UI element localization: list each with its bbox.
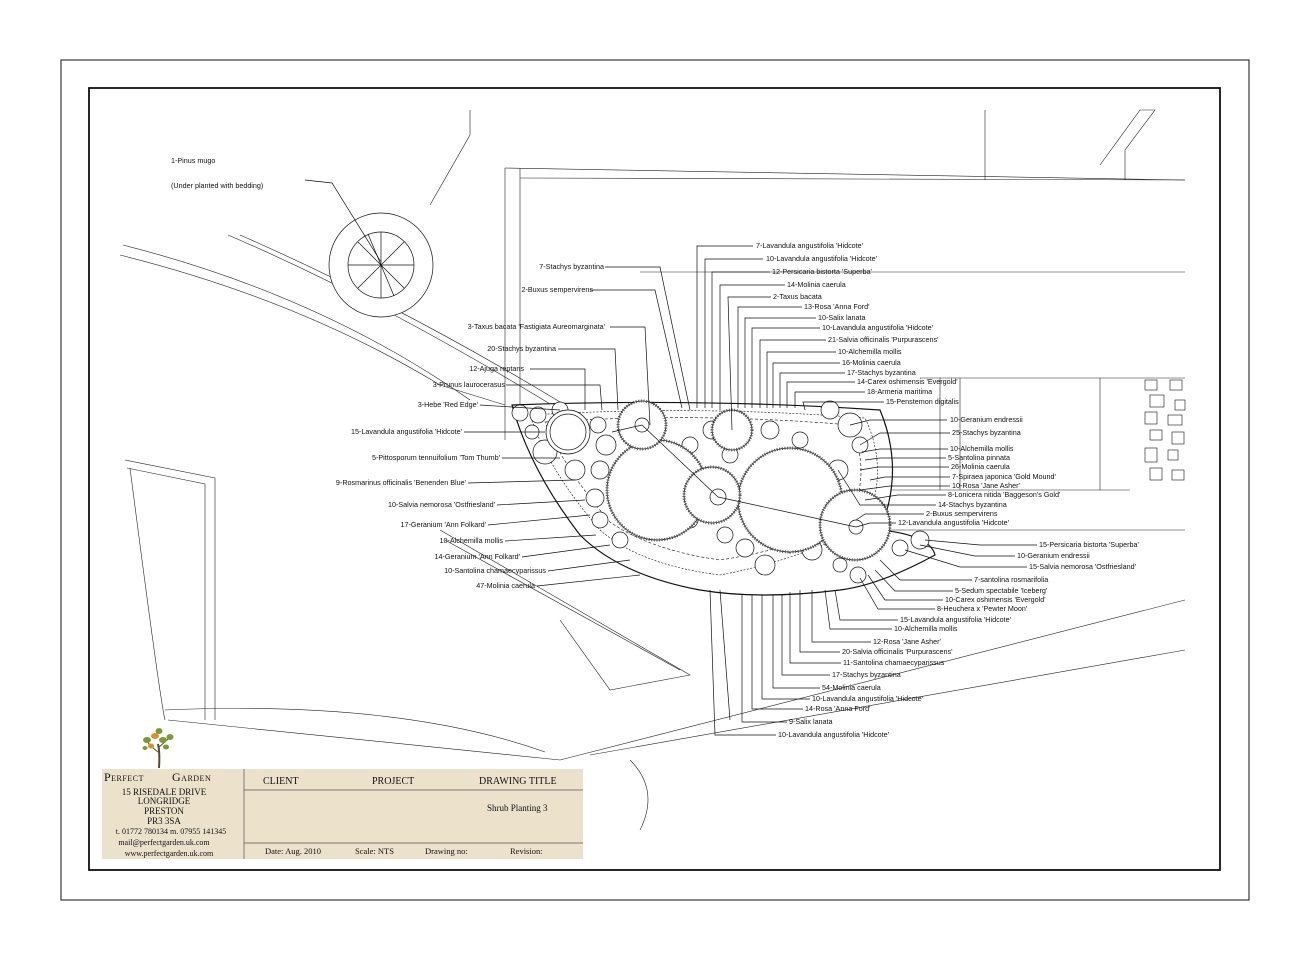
client-heading: CLIENT bbox=[263, 776, 299, 787]
website-text: www.perfectgarden.uk.com bbox=[125, 849, 214, 858]
label: 12-Ajuga reptans bbox=[469, 364, 524, 373]
company-name-first: Perfect bbox=[104, 770, 144, 784]
label: 8-Heuchera x 'Pewter Moon' bbox=[937, 604, 1028, 613]
label: 2-Buxus sempervirens bbox=[521, 285, 593, 294]
label: 12-Rosa 'Jane Asher' bbox=[873, 637, 941, 646]
label: 9-Rosmarinus officinalis 'Benenden Blue' bbox=[336, 478, 467, 487]
scale-field: Scale: NTS bbox=[355, 846, 394, 856]
title-block: Perfect Garden 15 RISEDALE DRIVE LONGRID… bbox=[102, 728, 583, 859]
project-heading: PROJECT bbox=[372, 776, 414, 787]
label: 10-Geranium endressii bbox=[950, 415, 1023, 424]
paving-stones bbox=[1144, 379, 1186, 481]
label: 10-Salvia nemorosa 'Ostfriesland' bbox=[388, 500, 496, 509]
address-line: LONGRIDGE bbox=[138, 796, 191, 806]
label: 17-Stachys byzantina bbox=[847, 368, 916, 377]
date-field: Date: Aug. 2010 bbox=[265, 846, 321, 856]
label: 14-Carex oshimensis 'Evergold' bbox=[857, 377, 958, 386]
label: 13-Rosa 'Anna Ford' bbox=[804, 302, 870, 311]
label: 15-Salvia nemorosa 'Ostfriesland' bbox=[1029, 562, 1137, 571]
tree-logo-icon bbox=[142, 728, 174, 769]
plant-labels: 1-Pinus mugo (Under planted with bedding… bbox=[171, 156, 1139, 739]
planting-bed bbox=[511, 399, 936, 596]
label: 10-Lavandula angustifolia 'Hidcote' bbox=[778, 730, 890, 739]
inner-frame bbox=[88, 87, 1221, 871]
label: 21-Salvia officinalis 'Purpurascens' bbox=[828, 335, 939, 344]
label: 10-Alchemilla mollis bbox=[838, 347, 902, 356]
label: 7-santolina rosmarifolia bbox=[974, 575, 1048, 584]
label: 10-Salix lanata bbox=[818, 313, 866, 322]
label: 3-Prunus laurocerasus bbox=[433, 380, 506, 389]
label: 3-Hebe 'Red Edge' bbox=[418, 400, 479, 409]
label: (Under planted with bedding) bbox=[171, 181, 263, 190]
label: 10-Lavandula angustifolia 'Hidcote' bbox=[766, 254, 878, 263]
phone-text: t. 01772 780134 m. 07955 141345 bbox=[116, 827, 226, 836]
label: 2-Buxus sempervirens bbox=[926, 509, 998, 518]
label: 2-Taxus bacata bbox=[773, 292, 822, 301]
label: 14-Molinia caerula bbox=[787, 280, 846, 289]
label: 10-Santolina chamaecyparissus bbox=[444, 566, 546, 575]
label: 15-Persicaria bistorta 'Superba' bbox=[1039, 540, 1139, 549]
label: 7-Lavandula angustifolia 'Hidcote' bbox=[756, 241, 864, 250]
label: 10-Alchemilla mollis bbox=[439, 536, 503, 545]
outer-frame bbox=[60, 59, 1250, 901]
label: 16-Molinia caerula bbox=[842, 358, 901, 367]
label: 25-Stachys byzantina bbox=[952, 428, 1021, 437]
label: 5-Sedum spectabile 'Iceberg' bbox=[955, 586, 1048, 595]
revision-field: Revision: bbox=[510, 846, 543, 856]
label: 18-Armeria maritima bbox=[867, 387, 932, 396]
label: 8-Lonicera nitida 'Baggeson's Gold' bbox=[948, 490, 1061, 499]
label: 10-Lavandula angustifolia 'Hidcote' bbox=[812, 694, 924, 703]
company-name-second: Garden bbox=[172, 770, 211, 784]
label: 20-Salvia officinalis 'Purpurascens' bbox=[842, 647, 953, 656]
label: 10-Geranium endressii bbox=[1017, 551, 1090, 560]
label: 10-Carex oshimensis 'Evergold' bbox=[945, 595, 1046, 604]
label: 10-Lavandula angustifolia 'Hidcote' bbox=[822, 323, 934, 332]
label: 10-Alchemilla mollis bbox=[894, 624, 958, 633]
company-panel bbox=[102, 769, 244, 859]
label: 11-Santolina chamaecyparissus bbox=[843, 658, 945, 667]
details-panel bbox=[244, 769, 583, 859]
label: 15-Lavandula angustifolia 'Hidcote' bbox=[351, 427, 463, 436]
label: 12-Lavandula angustifolia 'Hidcote' bbox=[898, 518, 1010, 527]
label: 15-Lavandula angustifolia 'Hidcote' bbox=[900, 615, 1012, 624]
address-line: PR3 3SA bbox=[147, 816, 181, 826]
label: 7-Spiraea japonica 'Gold Mound' bbox=[952, 472, 1056, 481]
drawing-title-heading: DRAWING TITLE bbox=[479, 776, 557, 787]
pinus-mugo-symbol bbox=[304, 179, 434, 318]
label: 17-Geranium 'Ann Folkard' bbox=[401, 520, 487, 529]
label: 10-Rosa 'Jane Asher' bbox=[952, 481, 1020, 490]
label: 5-Santolina pinnata bbox=[948, 453, 1010, 462]
label: 14-Rosa 'Anna Ford' bbox=[805, 704, 871, 713]
label: 12-Persicaria bistorta 'Superba' bbox=[772, 267, 872, 276]
label: 5-Pittosporum tennuifolium 'Tom Thumb' bbox=[372, 453, 501, 462]
label: 26-Molinia caerula bbox=[951, 462, 1010, 471]
label: 1-Pinus mugo bbox=[171, 156, 215, 165]
leader-lines bbox=[464, 245, 1037, 736]
label: 10-Alchemilla mollis bbox=[950, 444, 1014, 453]
label: 9-Salix lanata bbox=[789, 717, 833, 726]
email-text: mail@perfectgarden.uk.com bbox=[118, 838, 210, 847]
address-line: 15 RISEDALE DRIVE bbox=[122, 787, 207, 797]
label: 7-Stachys byzantina bbox=[539, 262, 604, 271]
label: 15-Penstemon digitalis bbox=[886, 397, 959, 406]
label: 20-Stachys byzantina bbox=[487, 344, 556, 353]
drawing-title-value: Shrub Planting 3 bbox=[487, 803, 548, 813]
label: 3-Taxus bacata 'Fastigiata Aureomarginat… bbox=[468, 322, 606, 331]
label: 17-Stachys byzantina bbox=[832, 670, 901, 679]
drawing-no-field: Drawing no: bbox=[425, 846, 468, 856]
address-line: PRESTON bbox=[144, 806, 184, 816]
label: 14-Stachys byzantina bbox=[938, 500, 1007, 509]
label: 14-Geranium 'Ann Folkard' bbox=[435, 552, 521, 561]
label: 54-Molinia caerula bbox=[822, 683, 881, 692]
label: 47-Molinia caerula bbox=[476, 581, 535, 590]
